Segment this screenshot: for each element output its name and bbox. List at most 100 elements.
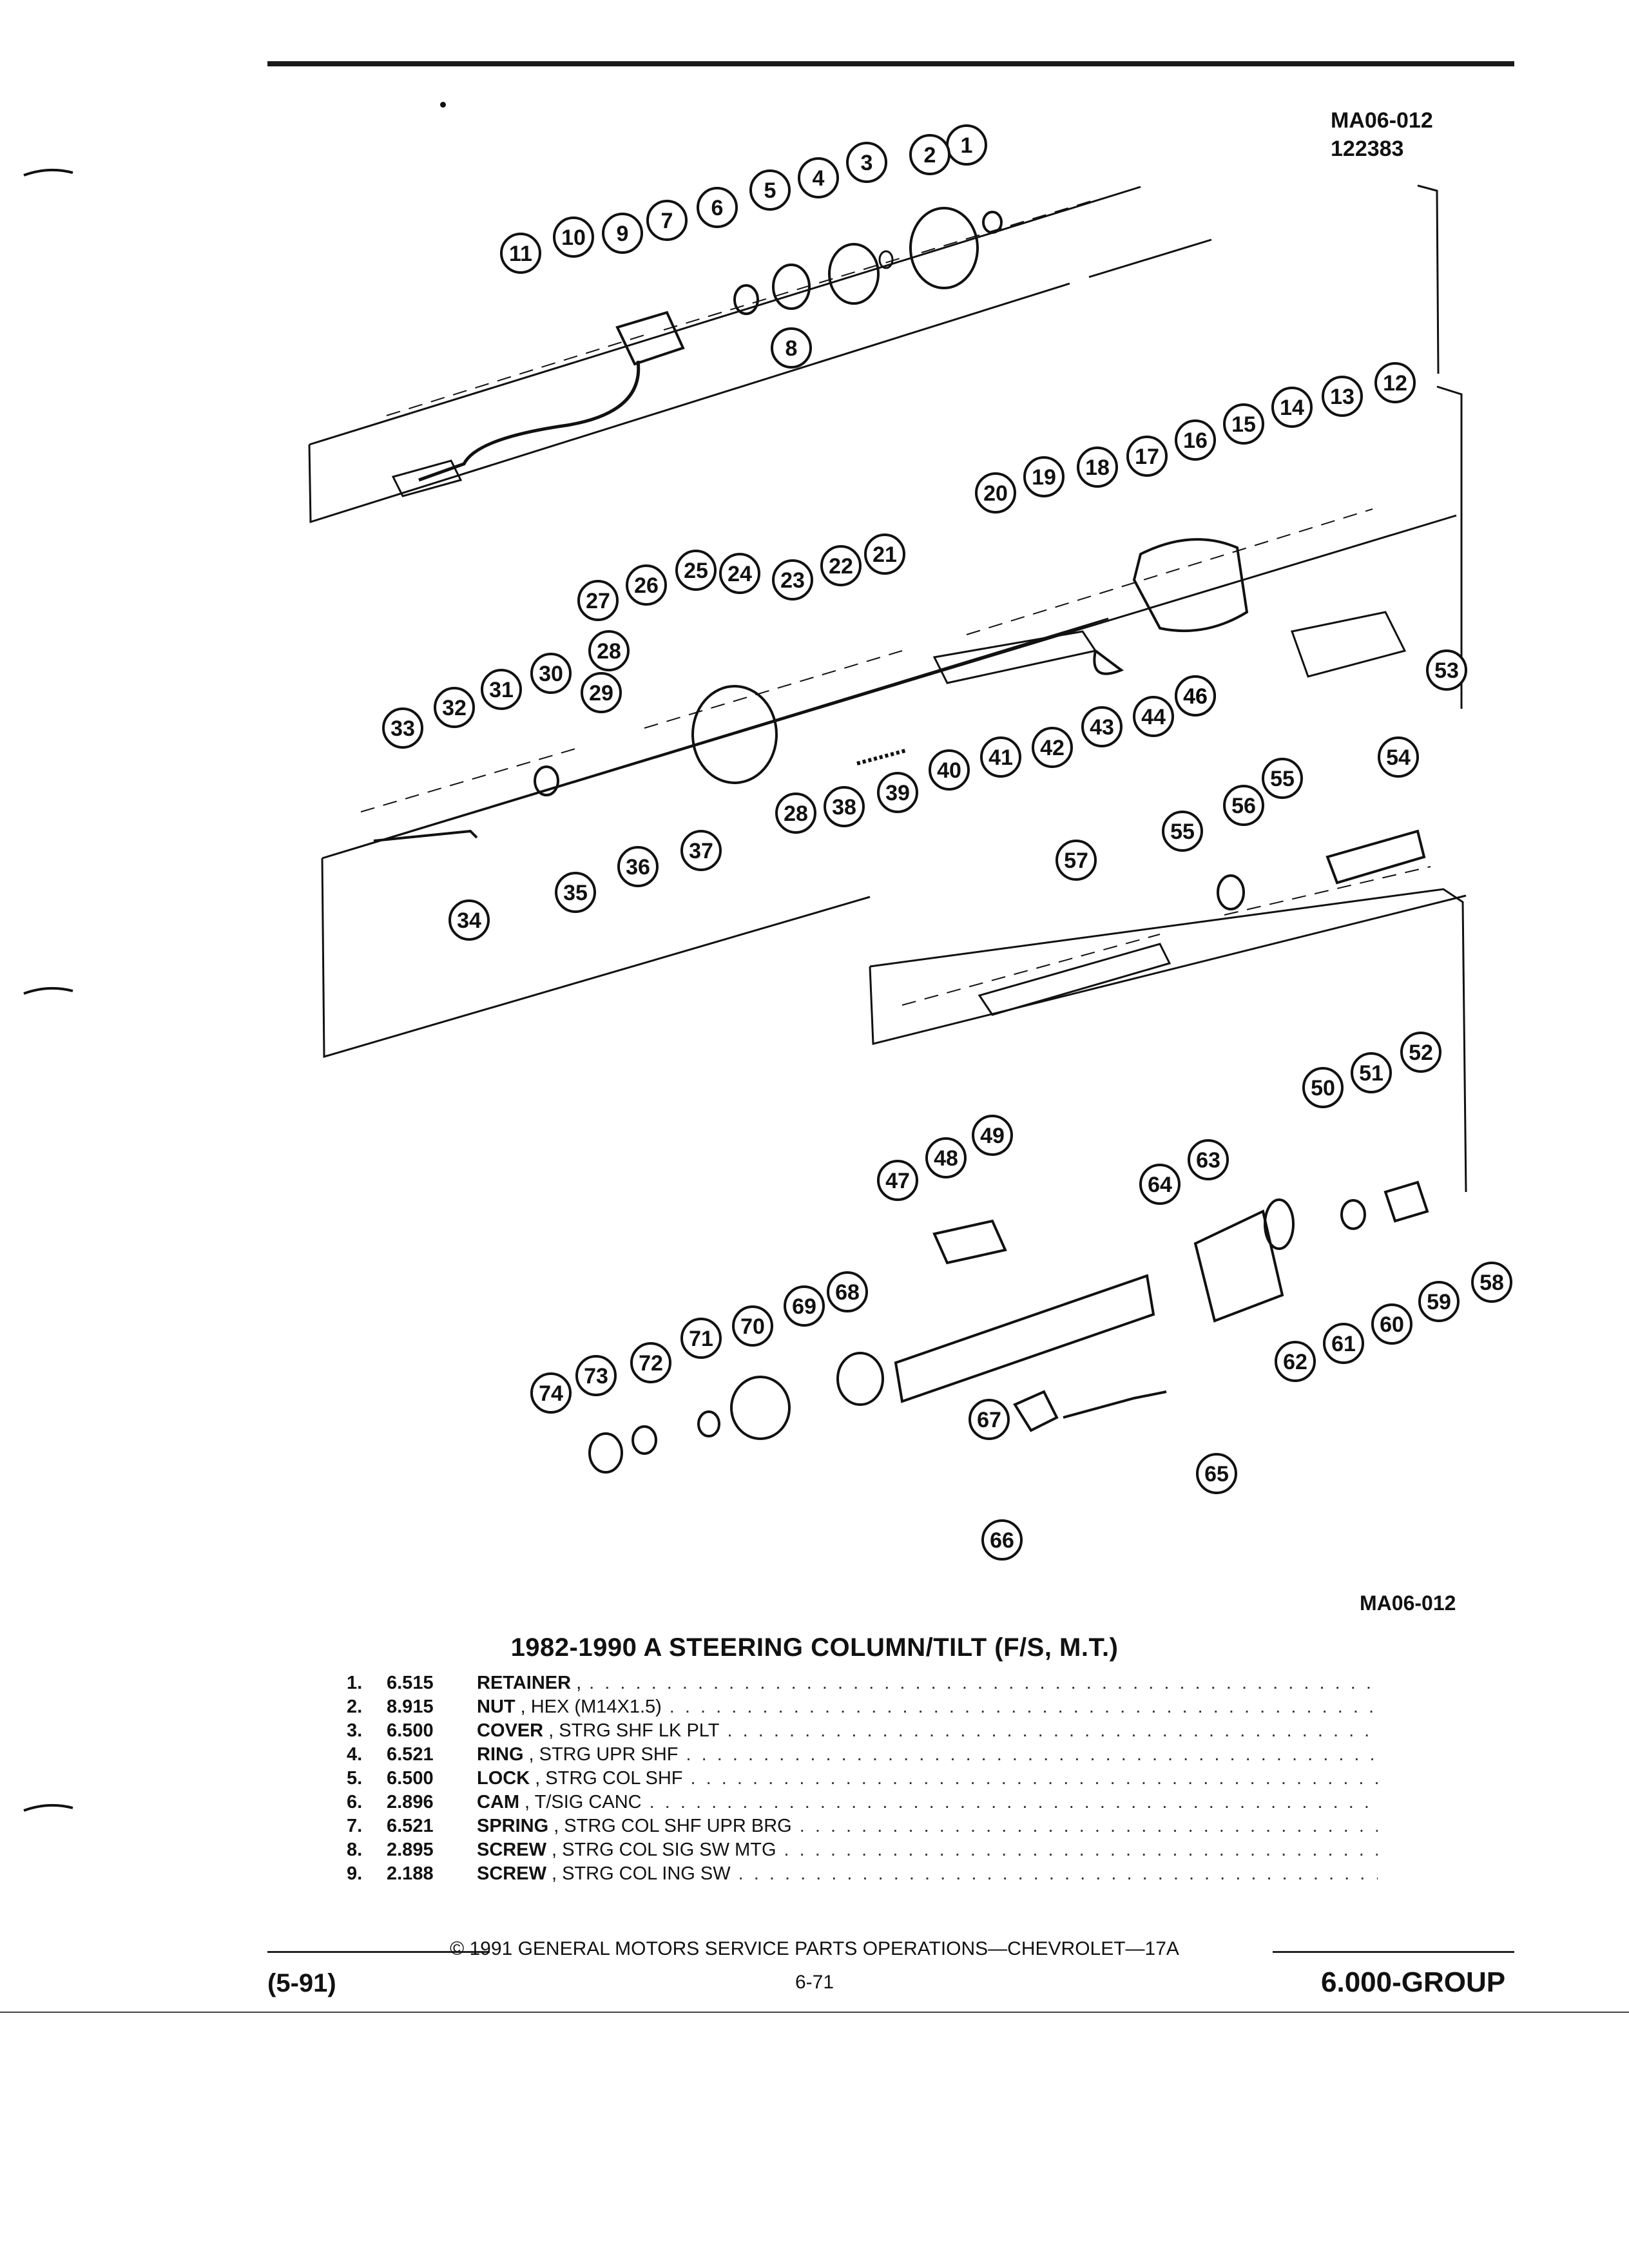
tilt-head [691,685,778,784]
callout-circle [1175,419,1216,461]
callout-circle [864,533,905,575]
callout-circle [697,187,738,228]
footer-rule-left [267,1951,490,1953]
callout-label: 39 [885,781,910,805]
shaft-yoke [1325,829,1426,885]
panel-upper-outline [308,184,1440,524]
callout-label: 36 [626,855,650,879]
bracket-47 [932,1219,1007,1265]
panel-upper-centerline [386,199,1096,416]
part-name: RETAINER [477,1673,572,1693]
figure-id-bottom: MA06-012 [1360,1591,1456,1615]
callout-label: 29 [589,681,613,706]
callout-label: 62 [1283,1350,1307,1374]
callout-circle [1175,675,1216,716]
bowl [1193,1209,1284,1323]
callout-circle [1196,1453,1237,1494]
callout-label: 50 [1311,1076,1335,1100]
callout-circle [680,1318,722,1359]
callout-circle [1271,387,1313,428]
callout-circle [846,142,887,183]
callout-circle [1077,447,1118,488]
callout-label: 16 [1183,428,1208,453]
cover-plate [909,207,979,289]
part-description: , STRG COL SIG SW MTG [551,1840,776,1860]
part-code: 6.500 [387,1720,434,1741]
callout-label: 30 [539,662,563,686]
callout-label: 44 [1141,705,1166,729]
part-code: 6.521 [387,1744,434,1765]
callout-circle [1126,436,1168,477]
leader-dots: . . . . . . . . . . . . . . . . . . . . … [649,1792,1378,1812]
callout-label: 73 [584,1364,608,1389]
part-name: NUT [477,1696,516,1717]
callout-label: 64 [1148,1173,1172,1197]
page-title: 1982-1990 A STEERING COLUMN/TILT (F/S, M… [510,1633,1119,1662]
shift-lever-66 [1013,1390,1059,1432]
part-number: 9. [347,1863,363,1884]
callout-circle [1139,1164,1181,1205]
callout-circle [680,830,722,871]
part-description: , STRG COL SHF [535,1768,683,1789]
callout-circle [1351,1052,1392,1093]
callout-circle [588,630,630,671]
callout-circle [553,216,594,258]
callout-circle [646,200,688,241]
callout-circle [732,1305,773,1347]
callout-circle [481,669,522,710]
callout-label: 66 [990,1528,1014,1553]
panel-middle-outline [321,385,1463,1058]
callout-label: 53 [1434,658,1459,683]
part-number: 5. [347,1768,363,1789]
callout-circle [719,553,760,594]
part-description: , STRG SHF LK PLT [548,1720,720,1741]
scan-edge-rule [0,2012,1629,2013]
lock-plate [828,243,880,305]
ring-72 [697,1410,720,1437]
leader-dots: . . . . . . . . . . . . . . . . . . . . … [738,1863,1378,1884]
callout-label: 11 [509,242,532,266]
callout-circle [602,213,643,254]
callout-circle [1275,1341,1316,1382]
callout-circle [617,846,659,887]
part-name: SCREW [477,1840,546,1860]
leader-dots: . . . . . . . . . . . . . . . . . . . . … [690,1768,1378,1789]
part-number: 3. [347,1720,363,1741]
callout-label: 68 [835,1280,860,1305]
callout-group: 1234567891011121314151617181920212223242… [382,124,1512,1561]
group-label: 6.000-GROUP [1321,1966,1506,1998]
callout-circle [1418,1281,1460,1322]
callout-circle [975,472,1016,514]
part-number: 2. [347,1696,363,1717]
callout-label: 59 [1427,1290,1451,1314]
callout-circle [1032,727,1073,768]
column-jacket [894,1274,1155,1403]
callout-label: 14 [1280,396,1304,420]
callout-label: 9 [617,222,629,246]
callout-label: 4 [813,166,825,191]
part-name: CAM [477,1792,520,1812]
callout-label: 61 [1331,1332,1356,1356]
callout-circle [827,1271,868,1312]
part-code: 2.188 [387,1863,434,1884]
callout-label: 46 [1183,684,1208,709]
part-number: 1. [347,1673,363,1693]
part-name: RING [477,1744,524,1765]
callout-circle [448,899,490,941]
hex-nut [982,211,1003,234]
callout-label: 23 [780,568,805,593]
callout-circle [1023,456,1065,497]
rack-assembly [932,630,1097,684]
callout-label: 2 [924,143,936,168]
callout-label: 57 [1064,849,1088,873]
callout-circle [820,545,862,586]
part-name: SPRING [477,1816,549,1836]
leader-dots: . . . . . . . . . . . . . . . . . . . . … [589,1673,1378,1693]
leader-dots: . . . . . . . . . . . . . . . . . . . . … [799,1816,1378,1836]
callout-label: 56 [1231,794,1256,818]
callout-label: 13 [1330,385,1354,409]
callout-label: 25 [684,559,708,583]
